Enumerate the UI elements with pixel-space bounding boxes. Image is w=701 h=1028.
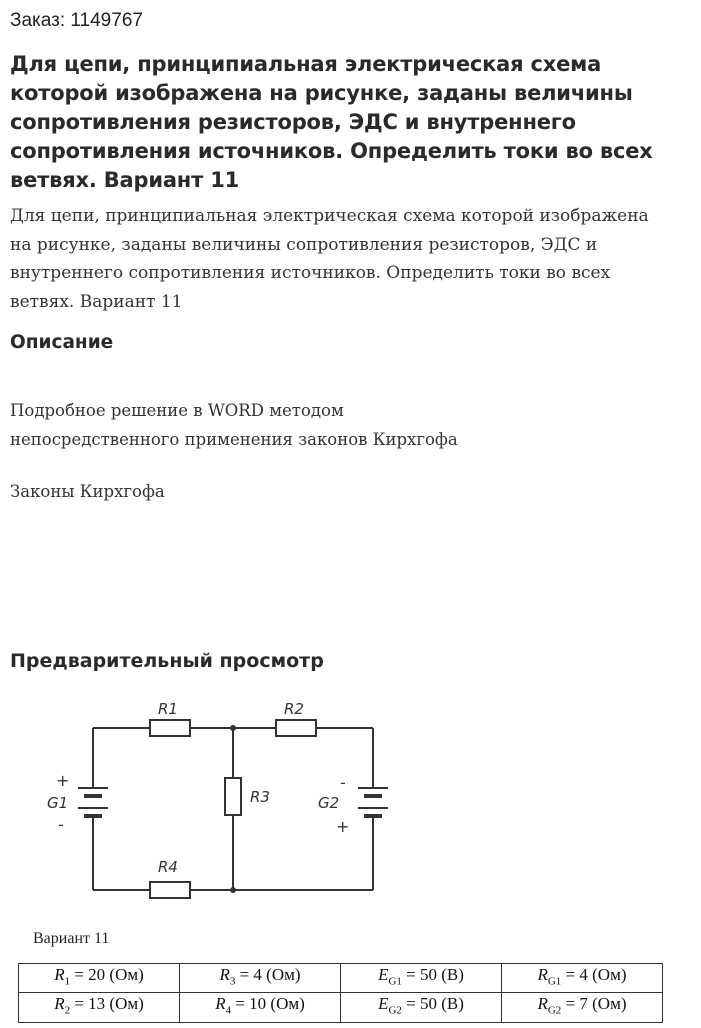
table-cell: R4 = 10 (Ом)	[179, 992, 341, 1023]
label-r1: R1	[158, 700, 178, 718]
param-subscript: 3	[229, 975, 236, 988]
param-subscript: G2	[547, 1004, 562, 1017]
description-heading: Описание	[10, 332, 114, 353]
circuit-wires	[92, 727, 374, 891]
param-symbol: R	[537, 965, 548, 984]
param-value: = 13 (Ом)	[70, 994, 144, 1014]
intro-text: Для цепи, принципиальная электрическая с…	[10, 206, 649, 312]
table-cell: EG1 = 50 (В)	[340, 962, 502, 994]
table-row: R2 = 13 (Ом)R4 = 10 (Ом)EG2 = 50 (В)RG2 …	[18, 992, 663, 1023]
junction-bottom	[230, 887, 236, 893]
g1-plus: +	[56, 771, 69, 790]
label-r2: R2	[284, 700, 304, 718]
param-symbol: R	[54, 994, 65, 1014]
param-value: = 4 (Ом)	[235, 965, 301, 984]
battery-g2	[358, 787, 388, 818]
parameters-table: R1 = 20 (Ом)R3 = 4 (Ом)EG1 = 50 (В)RG1 =…	[18, 962, 663, 1023]
param-symbol: E	[378, 965, 389, 984]
g2-minus: -	[340, 773, 346, 792]
param-value: = 50 (В)	[401, 994, 464, 1014]
resistor-r1	[149, 719, 191, 737]
g2-plus: +	[336, 817, 349, 836]
param-value: = 10 (Ом)	[231, 994, 305, 1014]
table-cell: R3 = 4 (Ом)	[179, 962, 341, 994]
param-symbol: R	[215, 994, 226, 1014]
label-g2: G2	[318, 794, 339, 812]
param-subscript: G1	[547, 975, 562, 988]
table-cell: R1 = 20 (Ом)	[18, 962, 180, 994]
param-symbol: R	[219, 965, 230, 984]
description-text: Подробное решение в WORD методом непосре…	[10, 396, 570, 454]
battery-g1	[78, 787, 108, 818]
param-value: = 50 (В)	[401, 965, 464, 984]
page-title: Для цепи, принципиальная электрическая с…	[10, 52, 653, 192]
g1-minus: -	[58, 815, 64, 834]
resistor-r3	[224, 777, 242, 816]
param-subscript: 4	[225, 1004, 232, 1017]
table-cell: RG1 = 4 (Ом)	[501, 962, 663, 994]
param-value: = 7 (Ом)	[561, 994, 627, 1014]
description-laws: Законы Кирхгофа	[10, 482, 165, 501]
table-cell: R2 = 13 (Ом)	[18, 992, 180, 1023]
table-cell: EG2 = 50 (В)	[340, 992, 502, 1023]
param-value: = 20 (Ом)	[70, 965, 144, 984]
circuit-schematic: R1 R2 R3 R4 G1 G2 + - - +	[47, 700, 388, 899]
table-cell: RG2 = 7 (Ом)	[501, 992, 663, 1023]
param-subscript: 1	[64, 975, 71, 988]
label-r3: R3	[250, 788, 270, 806]
preview-heading: Предварительный просмотр	[10, 650, 324, 672]
label-r4: R4	[158, 858, 178, 876]
label-g1: G1	[47, 794, 68, 812]
description-line-2: непосредственного применения законов Кир…	[10, 430, 458, 449]
junction-top	[230, 725, 236, 731]
param-symbol: E	[378, 994, 389, 1014]
param-value: = 4 (Ом)	[561, 965, 627, 984]
param-subscript: 2	[64, 1004, 71, 1017]
param-subscript: G2	[388, 1004, 402, 1017]
resistor-r4	[149, 881, 191, 899]
param-symbol: R	[54, 965, 65, 984]
resistor-r2	[275, 719, 317, 737]
table-row: R1 = 20 (Ом)R3 = 4 (Ом)EG1 = 50 (В)RG1 =…	[18, 962, 663, 994]
param-symbol: R	[537, 994, 548, 1014]
param-subscript: G1	[388, 975, 402, 988]
variant-label: Вариант 11	[33, 930, 110, 947]
description-line-1: Подробное решение в WORD методом	[10, 401, 344, 420]
order-number: Заказ: 1149767	[10, 10, 143, 31]
